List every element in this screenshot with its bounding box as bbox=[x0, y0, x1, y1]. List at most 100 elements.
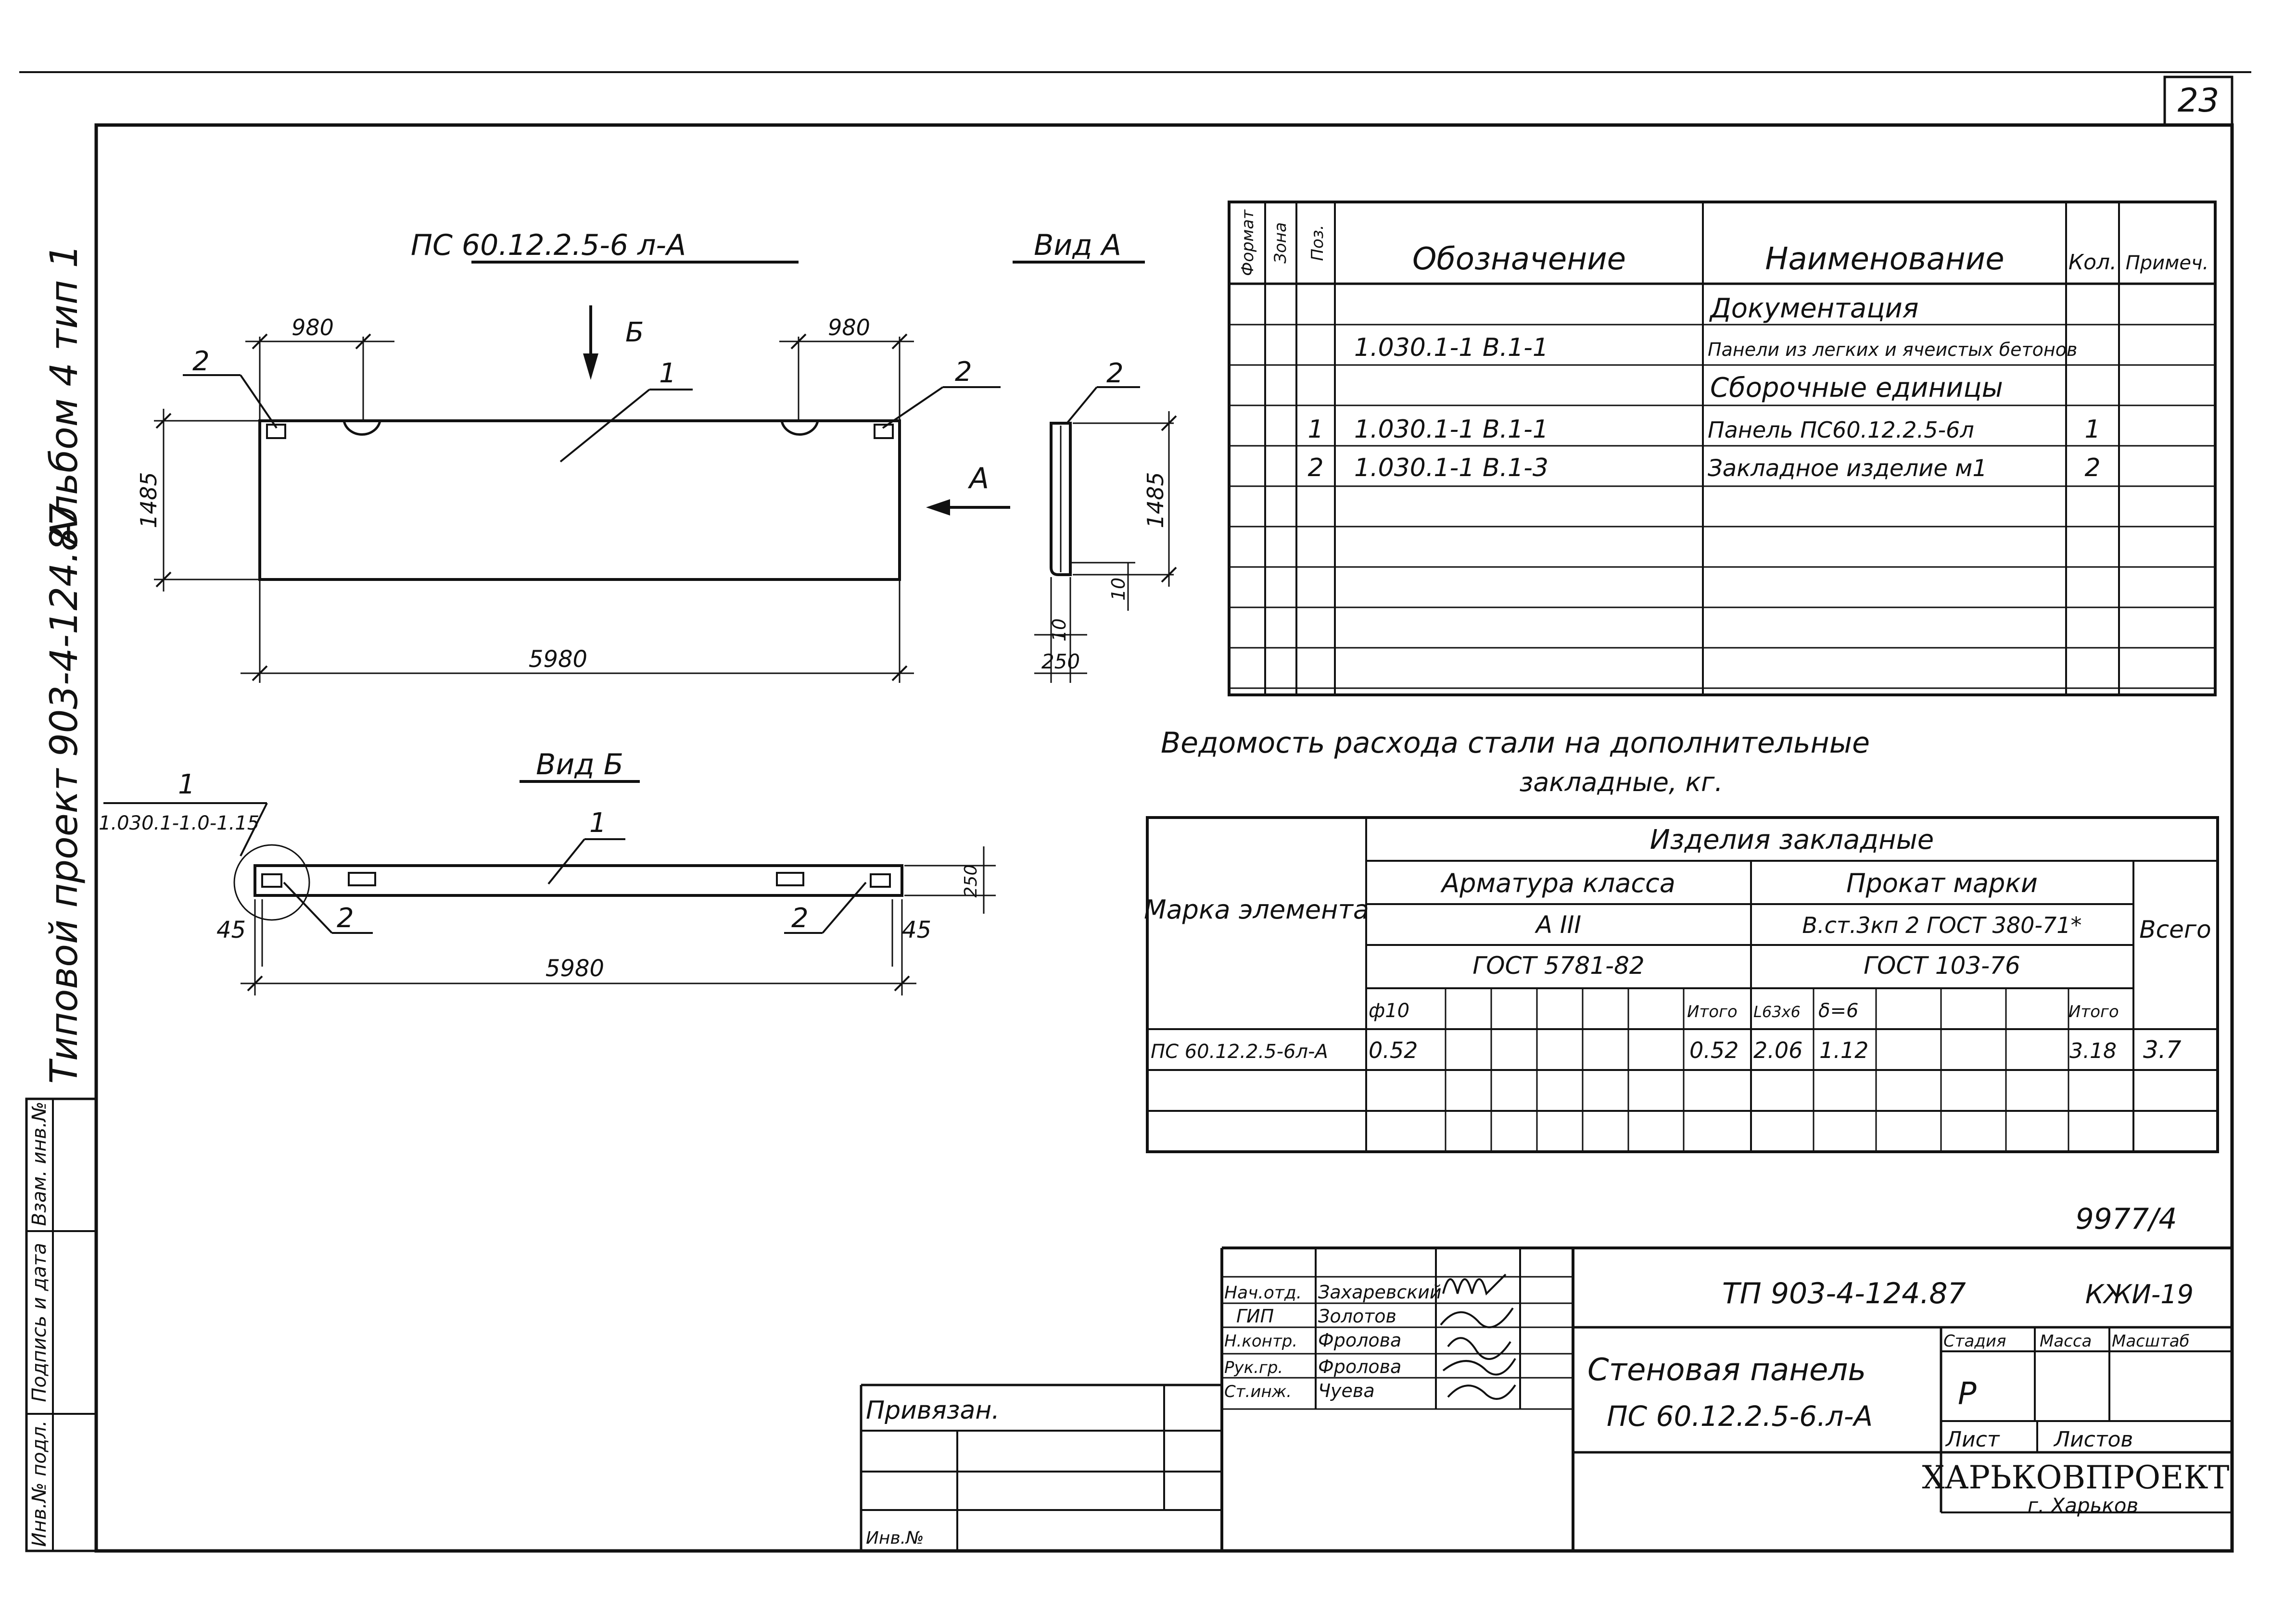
detail-ref-label: 1.030.1-1.0-1.15 bbox=[99, 812, 259, 834]
main-view-title: ПС 60.12.2.5-6 л-А bbox=[411, 228, 686, 262]
dim-980-left: 980 bbox=[292, 315, 334, 340]
steel-row-total: 3.7 bbox=[2143, 1036, 2182, 1064]
tb-doc-code: ТП 903-4-124.87 bbox=[1722, 1277, 1966, 1310]
tb-title-line1: Стеновая панель bbox=[1587, 1352, 1866, 1388]
steel-armature-header: Арматура класса bbox=[1440, 868, 1675, 898]
dim-1485-main: 1485 bbox=[136, 472, 162, 528]
steel-sub-itogo-arm: Итого bbox=[1687, 1002, 1738, 1021]
tb-role-4: Рук.гр. bbox=[1224, 1358, 1283, 1377]
dim-250-view-b: 250 bbox=[961, 865, 981, 898]
spec-body: Документация 1.030.1-1 В.1-1 Панели из л… bbox=[1307, 293, 2100, 482]
title-block-grid bbox=[860, 1246, 2232, 1551]
dim-250-view-a: 250 bbox=[1041, 650, 1080, 673]
tb-inv-no: Инв.№ bbox=[866, 1528, 924, 1548]
main-pos-2-left: 2 bbox=[192, 346, 210, 377]
steel-row-itogo-prokat: 3.18 bbox=[2069, 1039, 2117, 1063]
view-a-pos-2: 2 bbox=[1106, 358, 1124, 389]
spec-row-4-pos: 1 bbox=[1307, 415, 1323, 444]
arrow-b-icon bbox=[583, 353, 598, 380]
dim-980-right: 980 bbox=[828, 315, 870, 340]
spec-header-name: Наименование bbox=[1765, 241, 2004, 277]
arrow-a-icon bbox=[926, 499, 950, 516]
spec-header-pos: Поз. bbox=[1308, 225, 1327, 261]
tb-name-4: Фролова bbox=[1318, 1356, 1401, 1377]
spec-header: Формат Зона Поз. Обозначение Наименовани… bbox=[1238, 209, 2208, 277]
view-b bbox=[103, 780, 996, 995]
spec-table-grid bbox=[1228, 201, 2217, 696]
view-a-title: Вид А bbox=[1034, 228, 1121, 262]
steel-row-l63: 2.06 bbox=[1753, 1037, 1802, 1063]
steel-sub-l63: L63х6 bbox=[1753, 1003, 1801, 1021]
revision-mark: 9977/4 bbox=[2075, 1202, 2177, 1236]
dim-10-view-a-right: 10 bbox=[1108, 578, 1129, 601]
view-b-title: Вид Б bbox=[536, 748, 623, 781]
dim-10-view-a-bottom: 10 bbox=[1049, 618, 1070, 642]
spec-row-2-name: Панели из легких и ячеистых бетонов bbox=[1708, 339, 2077, 360]
dim-45-left: 45 bbox=[216, 917, 246, 944]
tb-mass-label: Масса bbox=[2040, 1332, 2092, 1351]
steel-row-d6: 1.12 bbox=[1819, 1037, 1868, 1063]
tb-privyazan: Привязан. bbox=[866, 1396, 1000, 1425]
tb-name-1: Захаревский bbox=[1318, 1282, 1442, 1303]
side-stamp-inv-label: Инв.№ подл. bbox=[28, 1420, 51, 1547]
main-pos-2-right: 2 bbox=[955, 356, 972, 388]
steel-sub-phi10: ф10 bbox=[1369, 1000, 1409, 1022]
title-block-row-lines bbox=[1222, 1276, 1573, 1410]
tb-org-name: ХАРЬКОВПРОЕКТ bbox=[1922, 1459, 2230, 1496]
tb-role-3: Н.контр. bbox=[1224, 1332, 1297, 1351]
dim-45-right: 45 bbox=[902, 917, 931, 944]
spec-row-1-name: Документация bbox=[1709, 293, 1918, 324]
tb-stage-value: Р bbox=[1958, 1376, 1977, 1412]
steel-total-header: Всего bbox=[2139, 916, 2211, 944]
spec-row-4-qty: 1 bbox=[2084, 415, 2100, 444]
tb-name-5: Чуева bbox=[1318, 1380, 1375, 1401]
tb-role-5: Ст.инж. bbox=[1224, 1382, 1292, 1401]
spec-row-4-name: Панель ПС60.12.2.5-6л bbox=[1708, 417, 1974, 443]
spec-header-format: Формат bbox=[1238, 209, 1257, 276]
spec-row-4-designation: 1.030.1-1 В.1-1 bbox=[1354, 415, 1548, 444]
view-b-pos-2-left: 2 bbox=[337, 903, 354, 934]
steel-subcolumn-lines bbox=[1445, 988, 2069, 1152]
side-stamp-replace-label: Взам. инв.№ bbox=[28, 1102, 51, 1226]
steel-data-row: ПС 60.12.2.5-6л-А 0.52 0.52 2.06 1.12 3.… bbox=[1151, 1036, 2182, 1064]
dim-1485-view-a: 1485 bbox=[1142, 472, 1168, 528]
tb-org-city: г. Харьков bbox=[2028, 1494, 2139, 1517]
steel-prokat-header: Прокат марки bbox=[1846, 868, 2038, 898]
tb-scale-label: Масштаб bbox=[2112, 1332, 2190, 1351]
steel-title-line2: закладные, кг. bbox=[1519, 767, 1723, 797]
signature-4 bbox=[1442, 1358, 1516, 1376]
spec-row-2-designation: 1.030.1-1 В.1-1 bbox=[1354, 333, 1548, 362]
signature-3 bbox=[1447, 1337, 1511, 1360]
spec-row-3-name: Сборочные единицы bbox=[1710, 372, 2003, 403]
spec-header-designation: Обозначение bbox=[1412, 241, 1626, 277]
tb-stage-label: Стадия bbox=[1943, 1332, 2006, 1351]
tb-name-2: Золотов bbox=[1318, 1306, 1396, 1327]
project-title: Типовой проект 903-4-124.87 bbox=[43, 503, 86, 1084]
tb-sheet-code: КЖИ-19 bbox=[2085, 1279, 2194, 1309]
spec-header-zone: Зона bbox=[1271, 222, 1290, 264]
spec-row-5-designation: 1.030.1-1 В.1-3 bbox=[1354, 453, 1548, 482]
spec-row-5-pos: 2 bbox=[1307, 453, 1323, 482]
steel-group-header: Изделия закладные bbox=[1650, 824, 1934, 856]
arrow-b-label: Б bbox=[625, 317, 644, 348]
steel-col-mark: Марка элемента bbox=[1144, 894, 1369, 925]
arrow-a-label: А bbox=[967, 462, 989, 495]
steel-row-itogo-arm: 0.52 bbox=[1689, 1037, 1738, 1063]
spec-row-lines bbox=[1229, 324, 2215, 689]
signature-1 bbox=[1442, 1273, 1507, 1296]
spec-row-5-qty: 2 bbox=[2084, 453, 2100, 482]
view-a bbox=[1013, 261, 1177, 683]
steel-header: Марка элемента Изделия закладные Арматур… bbox=[1144, 824, 2211, 1022]
detail-pos-1: 1 bbox=[178, 769, 195, 800]
steel-sub-d6: δ=6 bbox=[1818, 1000, 1858, 1022]
tb-name-3: Фролова bbox=[1318, 1330, 1401, 1351]
tb-title-line2: ПС 60.12.2.5-6.л-А bbox=[1607, 1400, 1873, 1433]
signature-5 bbox=[1447, 1384, 1516, 1400]
steel-table-grid bbox=[1146, 816, 2219, 1153]
tb-sheet-label: Лист bbox=[1945, 1427, 2000, 1452]
tb-sheets-label: Листов bbox=[2053, 1427, 2133, 1452]
steel-sub-itogo-prokat: Итого bbox=[2068, 1002, 2119, 1021]
dim-5980-main: 5980 bbox=[529, 646, 587, 673]
spec-row-5-name: Закладное изделие м1 bbox=[1708, 455, 1987, 482]
